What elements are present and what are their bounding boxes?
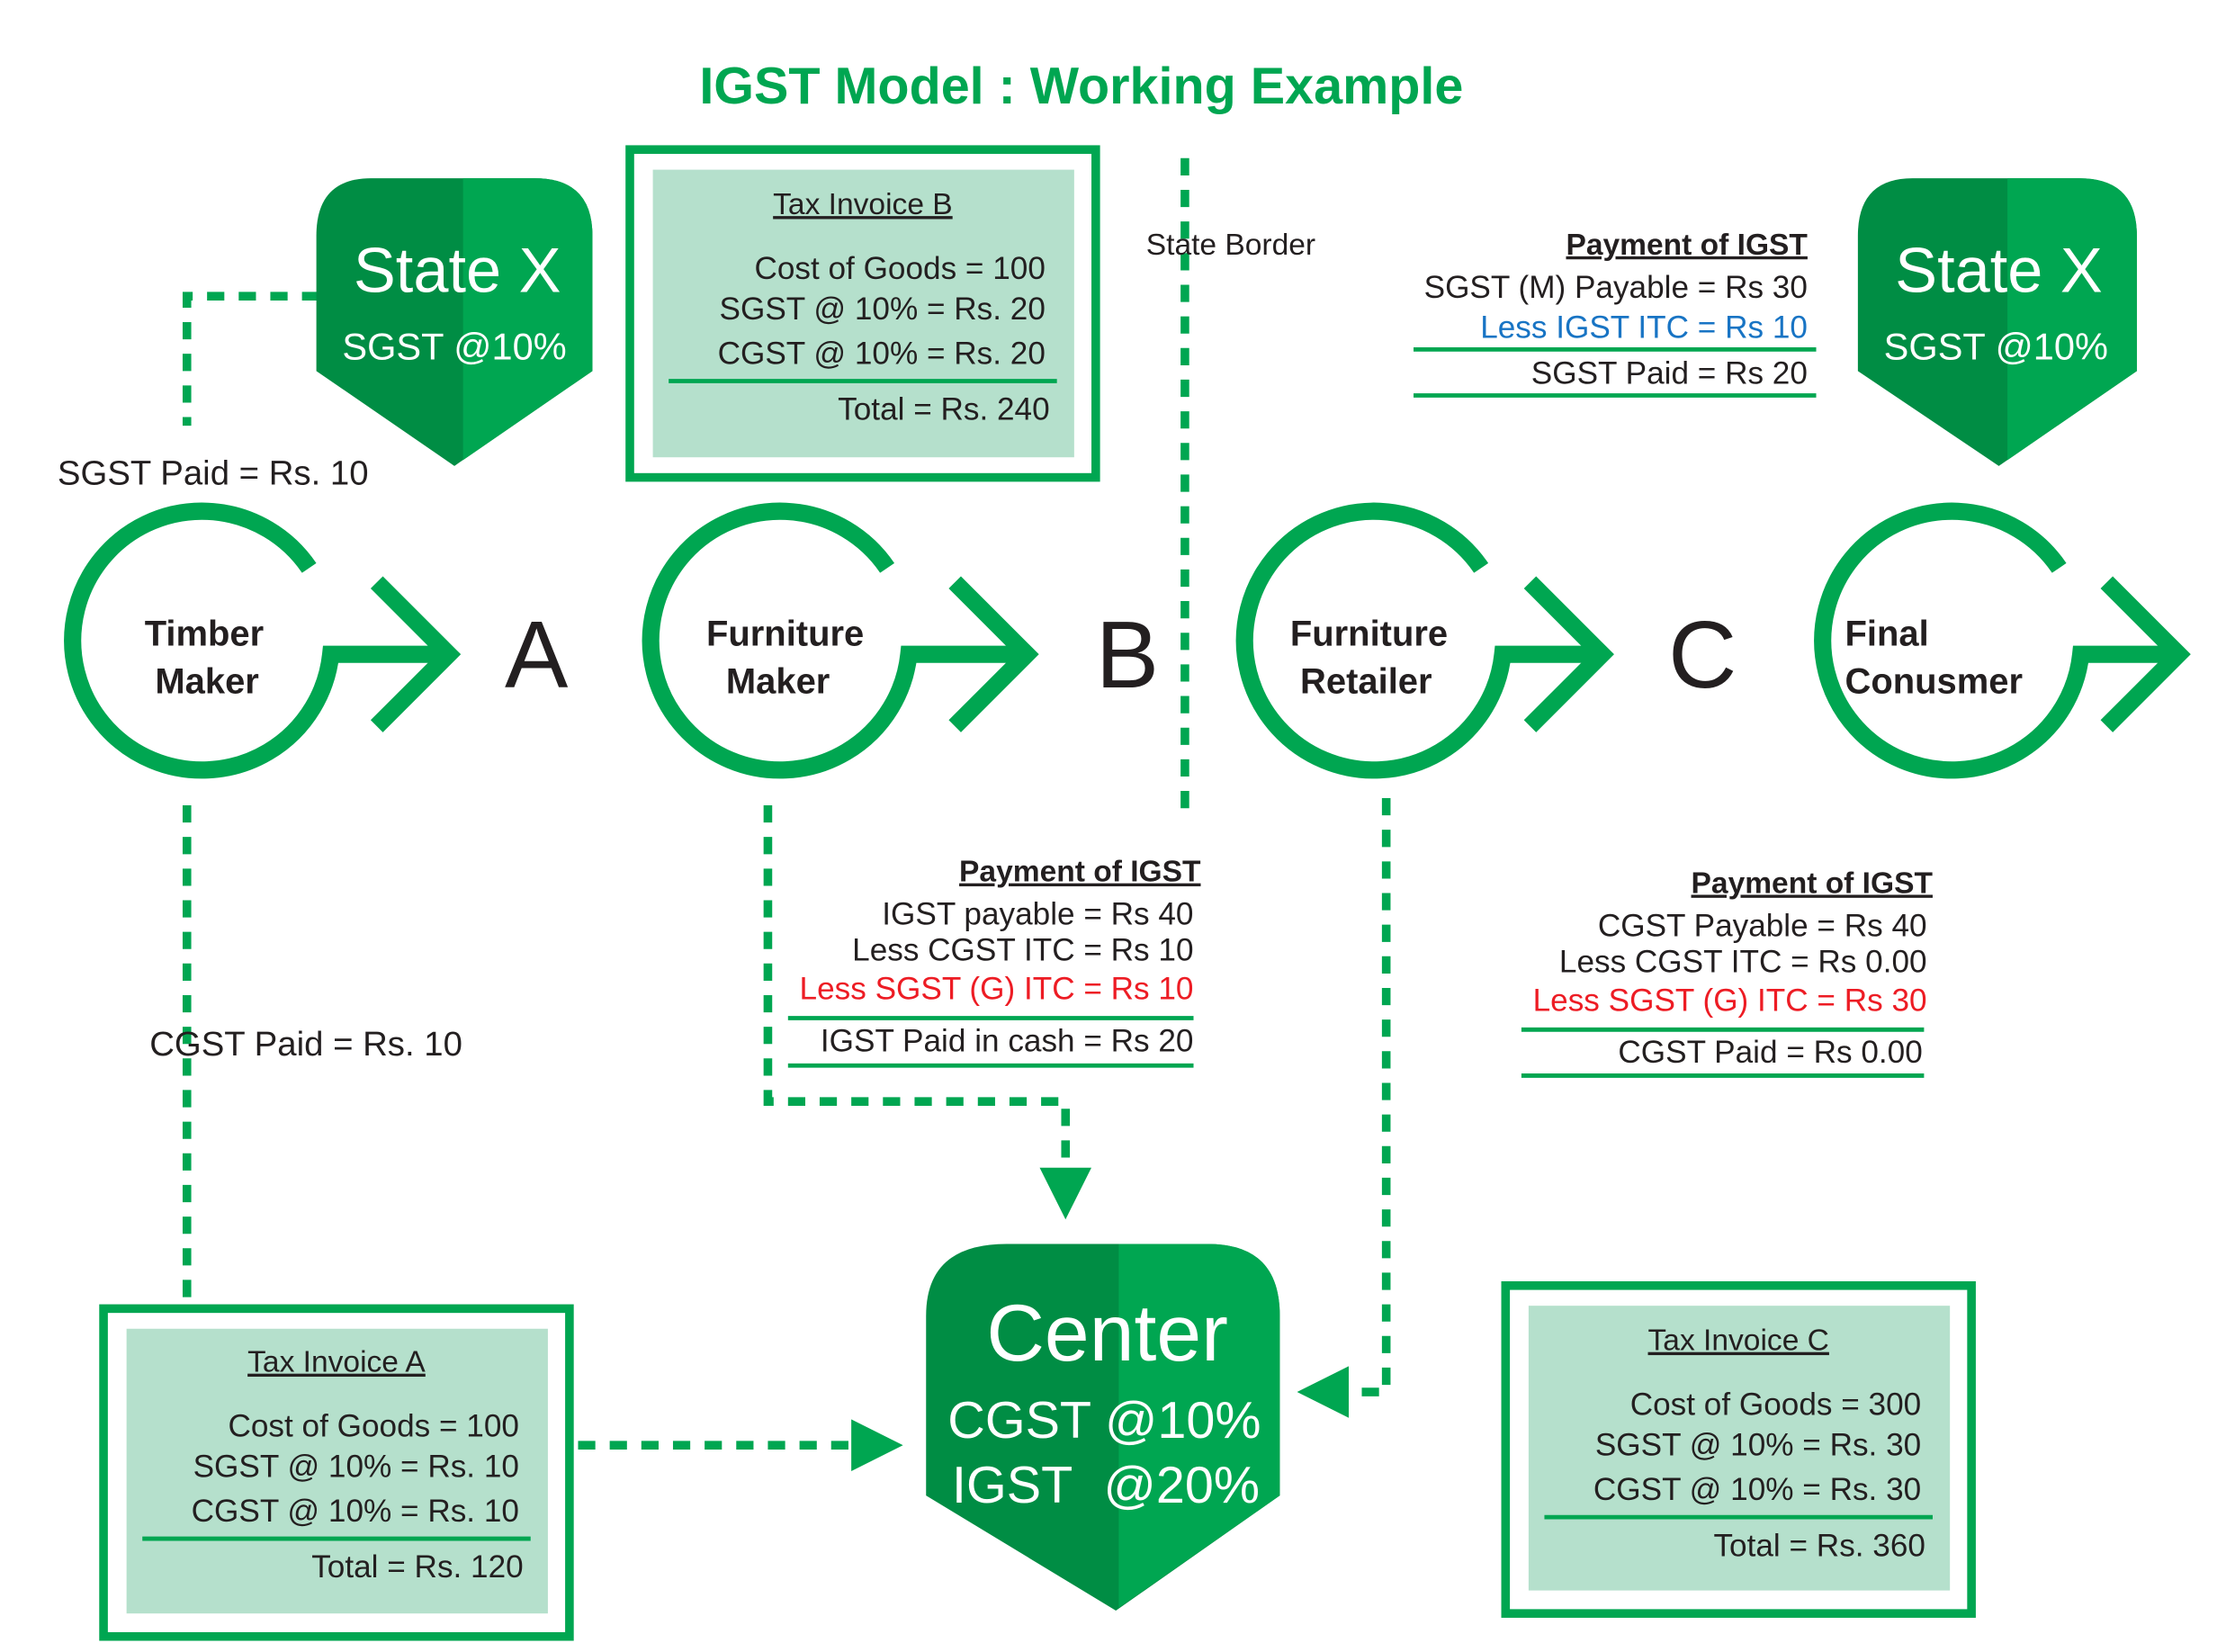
invoice-line-cgst: CGST @ 10% = Rs. 30	[1593, 1472, 1921, 1507]
sgst-paid-a: SGST Paid = Rs. 10	[58, 454, 369, 493]
dashed-connectors	[182, 157, 1391, 1471]
node-timber-maker: Timber Maker	[64, 502, 462, 779]
step-letter-a: A	[505, 603, 569, 708]
node-furniture-retailer: Furniture Retailer	[1235, 502, 1614, 779]
invoice-title: Tax Invoice C	[1648, 1324, 1829, 1358]
node-label-line2: Maker	[726, 661, 830, 701]
invoice-total: Total = Rs. 360	[1713, 1528, 1925, 1563]
connector-retailer-to-center	[1297, 798, 1391, 1418]
invoice-title: Tax Invoice B	[773, 188, 953, 221]
node-label-line2: Maker	[155, 661, 258, 701]
payment-title: Payment of IGST	[1566, 229, 1808, 262]
node-label-line2: Conusmer	[1845, 661, 2023, 701]
payment-result: IGST Paid in cash = Rs 20	[821, 1023, 1194, 1058]
payment-line-cgst-itc: Less CGST ITC = Rs 0.00	[1559, 944, 1927, 979]
chevron-right-icon	[948, 576, 1039, 732]
payment-line-sgst-payable: SGST (M) Payable = Rs 30	[1424, 270, 1808, 305]
tax-invoice-b: Tax Invoice B Cost of Goods = 100 SGST @…	[625, 145, 1100, 482]
state-x-rate-right: SGST @10%	[1884, 326, 2108, 368]
chevron-right-icon	[370, 576, 462, 732]
payment-title: Payment of IGST	[959, 856, 1201, 889]
state-border-label: State Border	[1146, 229, 1315, 262]
payment-line-cgst-itc: Less CGST ITC = Rs 10	[852, 933, 1193, 968]
invoice-line-cost: Cost of Goods = 100	[754, 251, 1045, 286]
chevron-right-icon	[2100, 576, 2191, 732]
center-igst-label: IGST	[952, 1457, 1073, 1514]
center-igst-rate: @20%	[1104, 1457, 1261, 1514]
step-letter-c: C	[1668, 603, 1737, 708]
node-furniture-maker: Furniture Maker	[642, 502, 1039, 779]
step-letter-b: B	[1096, 603, 1159, 708]
node-label-line1: Furniture	[1290, 615, 1448, 654]
connector-state-to-timber	[182, 292, 319, 426]
state-x-shield-left: State X SGST @10%	[316, 178, 593, 466]
page-title: IGST Model : Working Example	[699, 58, 1463, 115]
chevron-right-icon	[1523, 576, 1614, 732]
invoice-line-sgst: SGST @ 10% = Rs. 30	[1595, 1427, 1921, 1462]
node-label-line2: Retailer	[1300, 661, 1432, 701]
payment-line-sgst-itc: Less SGST (G) ITC = Rs 10	[800, 972, 1194, 1007]
payment-block-b: Payment of IGST IGST payable = Rs 40 Les…	[787, 856, 1201, 1068]
node-final-consumer: Final Conusmer	[1814, 502, 2191, 779]
center-cgst-rate: CGST @10%	[947, 1392, 1261, 1450]
circle-arrow-icon	[1814, 502, 2175, 779]
invoice-line-sgst: SGST @ 10% = Rs. 10	[193, 1449, 519, 1484]
payment-block-state: Payment of IGST SGST (M) Payable = Rs 30…	[1414, 229, 1817, 398]
payment-title: Payment of IGST	[1692, 866, 1934, 900]
center-shield: Center CGST @10% IGST @20%	[926, 1243, 1280, 1611]
invoice-line-cost: Cost of Goods = 300	[1630, 1387, 1921, 1423]
tax-invoice-c: Tax Invoice C Cost of Goods = 300 SGST @…	[1501, 1280, 1976, 1618]
center-name: Center	[986, 1288, 1228, 1378]
state-x-name-right: State X	[1895, 234, 2103, 305]
payment-line-igst-payable: IGST payable = Rs 40	[882, 897, 1193, 932]
node-label-line1: Final	[1845, 615, 1928, 654]
payment-result: CGST Paid = Rs 0.00	[1618, 1035, 1922, 1070]
state-x-shield-right: State X SGST @10%	[1857, 178, 2137, 466]
invoice-line-cost: Cost of Goods = 100	[228, 1409, 518, 1444]
payment-line-cgst-payable: CGST Payable = Rs 40	[1598, 908, 1927, 943]
invoice-line-cgst: CGST @ 10% = Rs. 10	[192, 1494, 519, 1529]
payment-result: SGST Paid = Rs 20	[1531, 356, 1808, 391]
connector-furniture-maker-to-center	[763, 804, 1092, 1220]
invoice-line-cgst: CGST @ 10% = Rs. 20	[718, 336, 1046, 371]
state-x-rate-left: SGST @10%	[342, 326, 566, 368]
state-x-name-left: State X	[354, 234, 561, 305]
circle-arrow-icon	[642, 502, 1021, 779]
tax-invoice-a: Tax Invoice A Cost of Goods = 100 SGST @…	[99, 1304, 574, 1641]
circle-arrow-icon	[64, 502, 444, 779]
invoice-title: Tax Invoice A	[247, 1346, 426, 1379]
circle-arrow-icon	[1235, 502, 1598, 779]
node-label-line1: Timber	[145, 615, 264, 654]
invoice-total: Total = Rs. 120	[311, 1549, 524, 1585]
invoice-line-sgst: SGST @ 10% = Rs. 20	[720, 292, 1046, 327]
payment-line-sgst-itc: Less SGST (G) ITC = Rs 30	[1533, 983, 1927, 1019]
node-label-line1: Furniture	[706, 615, 864, 654]
invoice-total: Total = Rs. 240	[838, 392, 1050, 427]
payment-line-igst-itc: Less IGST ITC = Rs 10	[1480, 310, 1808, 346]
payment-block-center: Payment of IGST CGST Payable = Rs 40 Les…	[1521, 866, 1934, 1078]
cgst-paid-a: CGST Paid = Rs. 10	[149, 1025, 462, 1064]
